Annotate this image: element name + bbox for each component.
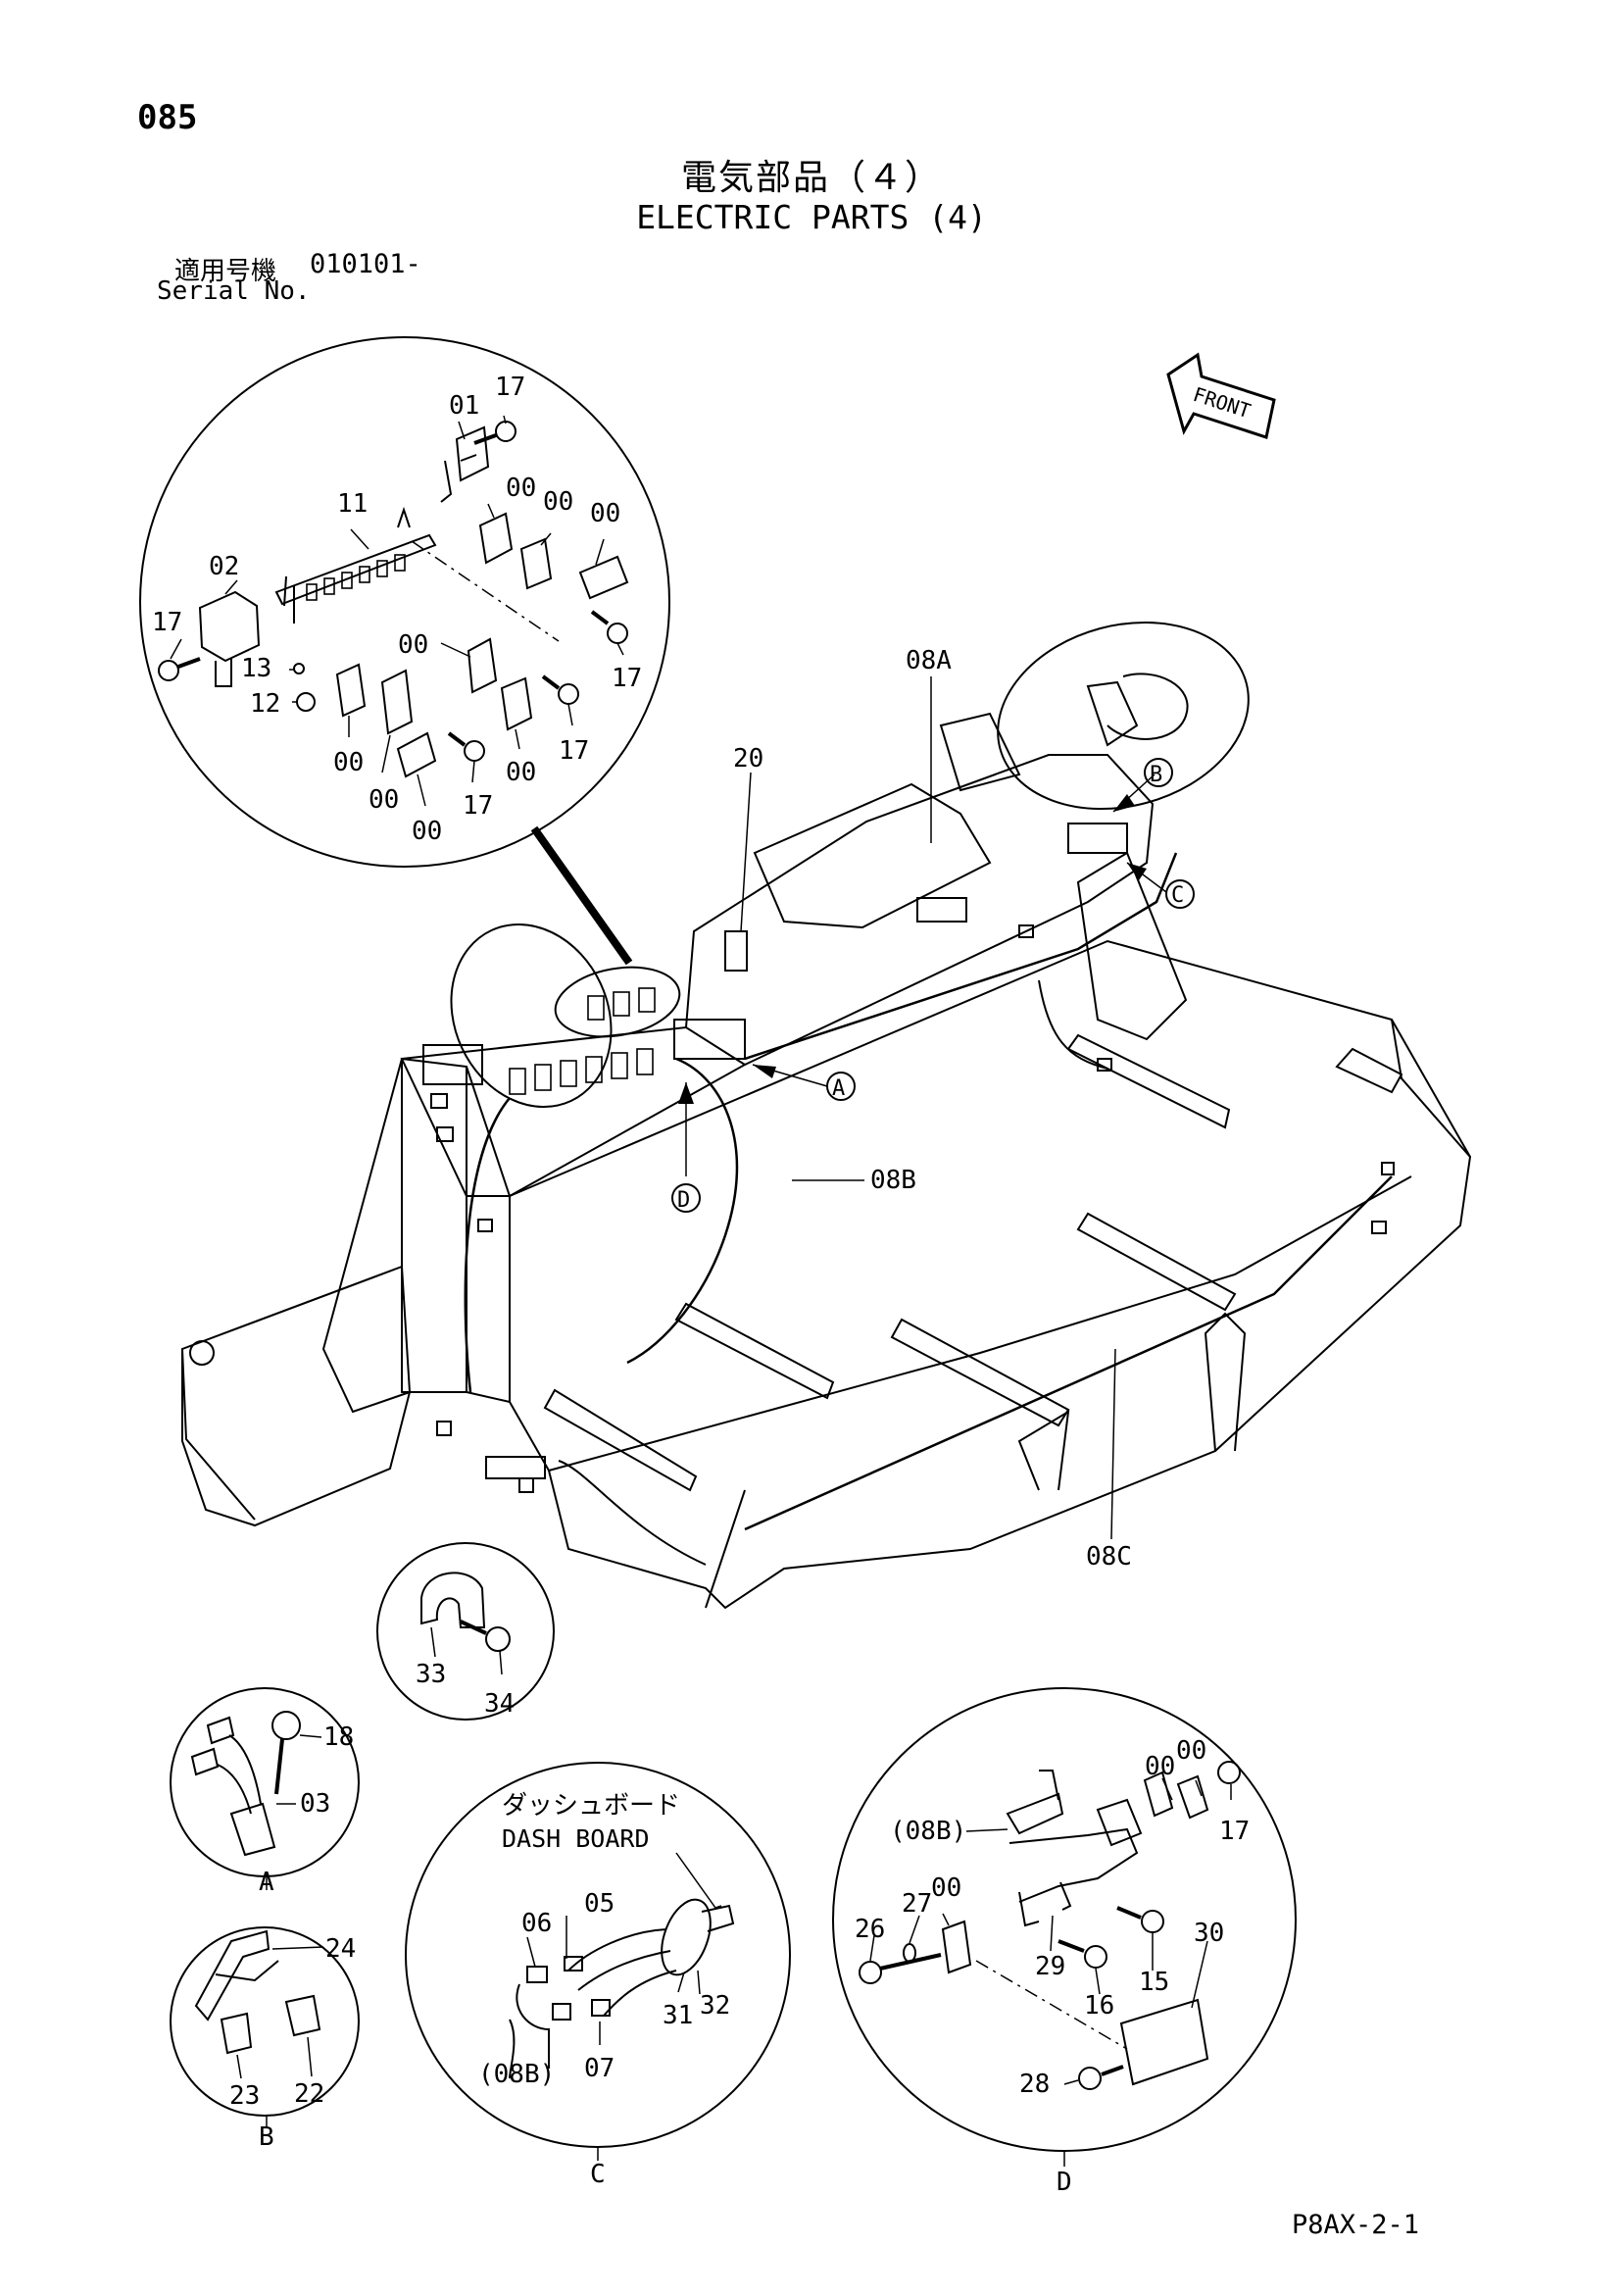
callout-label: 17: [1219, 1817, 1250, 1846]
serial-label-english: Serial No.: [157, 276, 311, 306]
detail-circle-clamp: 33 34: [376, 1542, 555, 1721]
view-label: B: [1150, 763, 1162, 787]
callout-label: 32: [700, 1991, 730, 2021]
callout-label: (08B): [890, 1817, 966, 1846]
callout-label: 27: [902, 1889, 932, 1919]
callout-label: 22: [294, 2079, 324, 2109]
callout-label: 12: [250, 689, 280, 719]
view-letter: A: [259, 1868, 274, 1897]
callout-label: (08B): [478, 2060, 555, 2089]
callout-label: 15: [1139, 1968, 1169, 1997]
callout-label: 03: [300, 1789, 330, 1819]
detail-circle-a: 18 03 A: [170, 1687, 360, 1897]
callout-label: 26: [855, 1915, 885, 1944]
callout-label: 16: [1084, 1991, 1114, 2021]
dash-board-label-japanese: ダッシュボード: [502, 1791, 680, 1821]
view-letter: C: [590, 2160, 606, 2189]
detail-circle-c: ダッシュボード DASH BOARD 06 05 31 32 (08B) 07 …: [405, 1762, 791, 2189]
view-letter: D: [1057, 2168, 1072, 2197]
callout-label: 20: [733, 744, 763, 774]
serial-number-value: 010101-: [310, 249, 421, 279]
callout-label: 05: [584, 1889, 615, 1919]
view-label: A: [832, 1076, 845, 1101]
callout-label: 00: [590, 499, 620, 528]
callout-label: 01: [449, 391, 479, 421]
callout-label: 00: [1145, 1752, 1175, 1781]
callout-label: 00: [412, 817, 442, 846]
detail-circle-top: 01 17 11 00 00 00 02 17 00 13 12 00 17 0…: [139, 336, 670, 966]
callout-label: 08A: [906, 646, 952, 675]
callout-label: 28: [1019, 2070, 1050, 2099]
callout-label: 08C: [1086, 1542, 1132, 1572]
callout-label: 33: [416, 1660, 446, 1689]
callout-label: 13: [241, 654, 271, 683]
callout-label: 23: [229, 2081, 260, 2111]
callout-label: 18: [323, 1722, 354, 1752]
callout-label: 00: [369, 785, 399, 815]
callout-label: 31: [663, 2001, 693, 2030]
callout-label: 00: [333, 748, 364, 777]
callout-label: 00: [398, 630, 428, 660]
detail-circle-b: 24 23 22 B: [170, 1926, 360, 2152]
callout-label: 00: [506, 758, 536, 787]
callout-label: 02: [209, 552, 239, 581]
callout-label: 17: [612, 664, 642, 693]
page-number: 085: [137, 98, 198, 137]
callout-label: 00: [931, 1873, 961, 1903]
dash-board-label-english: DASH BOARD: [502, 1824, 650, 1853]
callout-label: 17: [152, 608, 182, 637]
callout-label: 11: [337, 489, 368, 519]
view-label: C: [1171, 883, 1184, 908]
callout-label: 00: [1176, 1736, 1206, 1766]
front-arrow: FRONT: [1166, 352, 1276, 439]
page-title-english: ELECTRIC PARTS (4): [636, 198, 987, 236]
page-title-japanese: 電気部品（４）: [680, 158, 942, 198]
callout-label: 34: [484, 1689, 515, 1719]
drawing-code: P8AX-2-1: [1292, 2210, 1420, 2240]
machine-frame: 08A 20 B C A D 08B 08C: [181, 621, 1472, 1610]
callout-label: 00: [543, 487, 573, 517]
callout-label: 07: [584, 2054, 615, 2083]
callout-label: 17: [463, 791, 493, 821]
callout-label: 06: [521, 1909, 552, 1938]
callout-label: 17: [495, 373, 525, 402]
callout-label: 30: [1194, 1919, 1224, 1948]
view-label: D: [677, 1188, 690, 1213]
callout-label: 08B: [870, 1166, 916, 1195]
serial-label-japanese: 適用号機: [174, 257, 277, 286]
callout-label: 00: [506, 474, 536, 503]
detail-circle-d: 00 00 17 (08B) 27 00 26 29 16 15 30 28 D: [832, 1687, 1297, 2197]
callout-label: 24: [325, 1934, 356, 1964]
view-letter: B: [259, 2122, 274, 2152]
callout-label: 17: [559, 736, 589, 766]
callout-label: 29: [1035, 1952, 1065, 1981]
